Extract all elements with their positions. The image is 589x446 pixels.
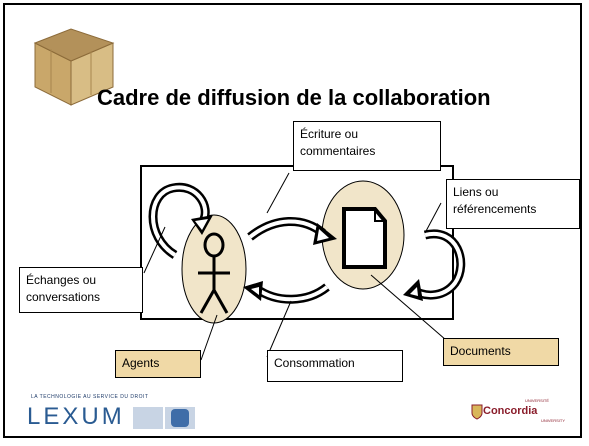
label-liens: Liens ou référencements [446,179,580,229]
label-ecriture: Écriture ou commentaires [293,121,441,171]
agent-figure-icon [198,232,230,314]
lexum-logo: LEXUM [27,403,125,430]
label-echanges: Échanges ou conversations [19,267,143,313]
concordia-logo: Concordia UNIVERSITÉ UNIVERSITY [483,398,565,423]
lexum-tagline: LA TECHNOLOGIE AU SERVICE DU DROIT [31,394,149,400]
diagram-canvas [140,165,466,361]
label-documents: Documents [443,338,559,366]
document-icon [342,207,387,269]
lexum-logo-mark [133,407,195,429]
label-liens-line1: Liens ou [453,185,499,199]
slide: Cadre de diffusion de la collaboration [3,3,582,438]
label-ecriture-line1: Écriture ou [300,127,359,141]
concordia-top: UNIVERSITÉ [525,398,550,403]
label-echanges-line1: Échanges ou [26,273,97,287]
label-liens-line2: référencements [453,202,537,216]
label-ecriture-line2: commentaires [300,144,376,158]
label-consommation: Consommation [267,350,403,382]
concordia-name: Concordia [483,405,538,417]
concordia-shield-icon [471,404,483,420]
page-title: Cadre de diffusion de la collaboration [97,85,491,110]
label-echanges-line2: conversations [26,290,101,304]
concordia-bottom: UNIVERSITY [541,418,566,423]
label-agents: Agents [115,350,201,378]
book-logo [33,28,115,106]
